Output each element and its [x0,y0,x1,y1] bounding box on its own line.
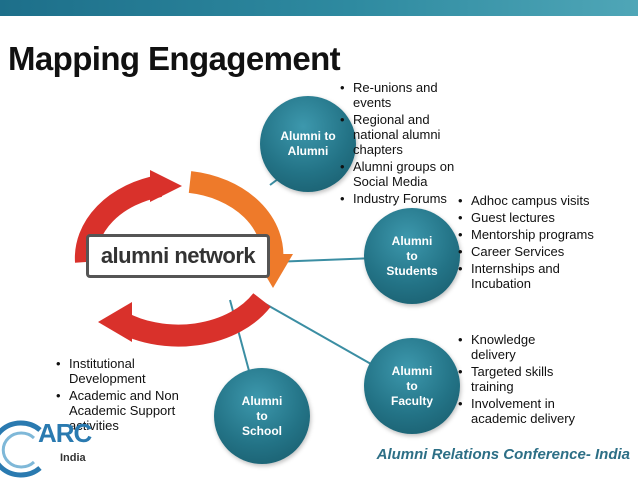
node-alumni-to-faculty: Alumni to Faculty [364,338,460,434]
bullet-item: Regional and national alumni chapters [340,112,458,157]
arc-logo-text: ARC [38,418,92,448]
bullet-list-alumni-to-students: Adhoc campus visits Guest lectures Mento… [458,193,608,293]
bullet-item: Industry Forums [340,191,458,206]
node-alumni-to-students: Alumni to Students [364,208,460,304]
node-alumni-to-school: Alumni to School [214,368,310,464]
connector-line-students [271,257,377,263]
bullet-item: Re-unions and events [340,80,458,110]
bullet-item: Targeted skills training [458,364,578,394]
node-label: Alumni to Faculty [390,363,433,408]
bullet-item: Adhoc campus visits [458,193,608,208]
arc-logo-swoosh-inner [1,431,36,469]
arc-logo-swoosh [0,420,42,478]
bullet-item: Institutional Development [56,356,206,386]
bullet-item: Academic and Non Academic Support activi… [56,388,206,433]
connector-line-faculty [261,301,379,369]
bullet-item: Involvement in academic delivery [458,396,578,426]
slide-title: Mapping Engagement [8,40,341,77]
bullet-list-alumni-to-faculty: Knowledge delivery Targeted skills train… [458,332,578,428]
top-accent-bar [0,0,638,16]
node-label: Alumni to School [241,393,283,438]
cycle-arrowhead-red-left [150,170,182,202]
node-label: Alumni to Students [386,233,438,278]
footer-text: Alumni Relations Conference- India [376,446,630,463]
cycle-arrowhead-red-bottom [98,302,132,342]
bullet-item: Knowledge delivery [458,332,578,362]
node-label: Alumni to Alumni [280,129,336,158]
bullet-list-alumni-to-alumni: Re-unions and events Regional and nation… [340,80,458,208]
alumni-network-logo: alumni network [86,234,270,278]
bullet-item: Internships and Incubation [458,261,608,291]
bullet-item: Mentorship programs [458,227,608,242]
bullet-list-alumni-to-school: Institutional Development Academic and N… [56,356,206,435]
arc-logo-subtitle: India [60,452,86,464]
bullet-item: Guest lectures [458,210,608,225]
cycle-arc-orange [188,171,284,264]
bullet-item: Career Services [458,244,608,259]
bullet-item: Alumni groups on Social Media [340,159,458,189]
cycle-arc-red-bottom [112,292,271,347]
